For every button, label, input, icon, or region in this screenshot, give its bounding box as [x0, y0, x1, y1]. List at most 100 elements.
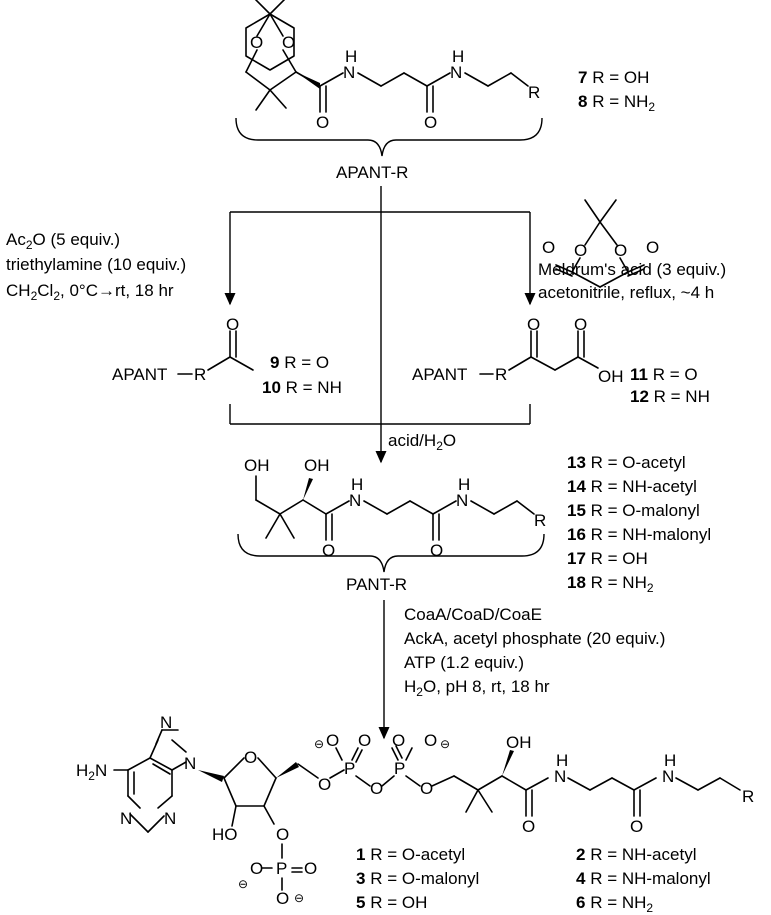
svg-text:O: O: [276, 825, 289, 844]
svg-text:6 R = NH2: 6 R = NH2: [576, 893, 653, 915]
svg-text:triethylamine (10 equiv.): triethylamine (10 equiv.): [6, 255, 186, 274]
svg-text:⊖: ⊖: [294, 891, 304, 905]
compound-7-8-labels: 7 R = OH 8 R = NH2: [578, 68, 655, 114]
svg-text:O: O: [424, 731, 437, 750]
svg-text:⊖: ⊖: [238, 877, 248, 891]
svg-text:O: O: [276, 889, 289, 908]
svg-text:O: O: [318, 775, 331, 794]
svg-text:9 R = O: 9 R = O: [270, 353, 329, 372]
svg-text:HO: HO: [212, 825, 238, 844]
svg-text:H: H: [664, 751, 676, 770]
svg-text:P: P: [344, 759, 355, 778]
svg-text:14 R = NH-acetyl: 14 R = NH-acetyl: [567, 477, 697, 496]
svg-text:N: N: [349, 491, 361, 510]
svg-text:O: O: [574, 241, 587, 260]
svg-text:H: H: [351, 475, 363, 494]
svg-text:O: O: [614, 241, 627, 260]
svg-text:H: H: [345, 47, 357, 66]
svg-text:R: R: [534, 511, 546, 530]
svg-text:O: O: [316, 113, 329, 132]
svg-text:ATP (1.2 equiv.): ATP (1.2 equiv.): [404, 653, 524, 672]
svg-text:R: R: [742, 787, 754, 806]
svg-text:O: O: [226, 315, 239, 334]
svg-text:O: O: [370, 779, 383, 798]
svg-text:acetonitrile, reflux, ~4 h: acetonitrile, reflux, ~4 h: [538, 283, 714, 302]
pant-structure: OH OH O O N H N H R: [244, 456, 546, 560]
svg-text:O: O: [326, 731, 339, 750]
svg-text:H: H: [556, 751, 568, 770]
svg-text:O: O: [244, 748, 257, 767]
svg-text:APANT: APANT: [112, 365, 167, 384]
svg-text:O: O: [542, 238, 555, 257]
svg-text:R: R: [495, 365, 507, 384]
pant-brace: [237, 533, 545, 573]
svg-text:N: N: [164, 809, 176, 828]
svg-text:Ac2O (5 equiv.): Ac2O (5 equiv.): [6, 230, 120, 252]
svg-text:APANT: APANT: [412, 365, 467, 384]
svg-text:5 R = OH: 5 R = OH: [356, 893, 427, 912]
svg-text:Meldrum's acid (3 equiv.): Meldrum's acid (3 equiv.): [538, 260, 726, 279]
apant-r-label: APANT-R: [336, 163, 408, 182]
svg-text:P: P: [276, 859, 287, 878]
svg-text:O: O: [630, 817, 643, 836]
svg-text:N: N: [184, 754, 196, 773]
svg-text:N: N: [120, 809, 132, 828]
svg-text:P: P: [394, 759, 405, 778]
svg-text:12 R = NH: 12 R = NH: [630, 387, 710, 406]
svg-text:11 R = O: 11 R = O: [630, 365, 698, 384]
svg-text:N: N: [554, 767, 566, 786]
svg-text:16 R = NH-malonyl: 16 R = NH-malonyl: [567, 525, 711, 544]
svg-text:CoaA/CoaD/CoaE: CoaA/CoaD/CoaE: [404, 605, 542, 624]
svg-text:O: O: [358, 731, 371, 750]
compound-9-10-labels: 9 R = O 10 R = NH: [262, 353, 342, 397]
malonyl-derivative-structure: APANT R O O OH: [412, 315, 624, 386]
svg-text:17 R = OH: 17 R = OH: [567, 549, 648, 568]
svg-text:O: O: [322, 541, 335, 560]
svg-text:O: O: [282, 33, 295, 52]
svg-text:4 R = NH-malonyl: 4 R = NH-malonyl: [576, 869, 711, 888]
malonylation-reagents: Meldrum's acid (3 equiv.) acetonitrile, …: [538, 260, 726, 302]
svg-text:O: O: [250, 33, 263, 52]
svg-text:1 R = O-acetyl: 1 R = O-acetyl: [356, 845, 465, 864]
svg-text:H: H: [458, 475, 470, 494]
coa-analogue-structure: H2N N N N N O O HO O P: [76, 713, 754, 908]
svg-text:CH2Cl2, 0°C→rt, 18 hr: CH2Cl2, 0°C→rt, 18 hr: [6, 281, 174, 303]
svg-text:O: O: [527, 315, 540, 334]
svg-text:O: O: [430, 541, 443, 560]
svg-text:O: O: [250, 859, 263, 878]
svg-text:H: H: [452, 47, 464, 66]
apant-brace: [235, 117, 543, 157]
svg-text:H2N: H2N: [76, 761, 107, 783]
svg-text:O: O: [392, 731, 405, 750]
svg-text:13 R = O-acetyl: 13 R = O-acetyl: [567, 453, 686, 472]
svg-text:N: N: [343, 63, 355, 82]
svg-text:2 R = NH-acetyl: 2 R = NH-acetyl: [576, 845, 696, 864]
svg-text:15 R = O-malonyl: 15 R = O-malonyl: [567, 501, 700, 520]
compound-13-18-labels: 13 R = O-acetyl 14 R = NH-acetyl 15 R = …: [567, 453, 711, 595]
compound-11-12-labels: 11 R = O 12 R = NH: [630, 365, 710, 406]
svg-text:H2O, pH 8, rt, 18 hr: H2O, pH 8, rt, 18 hr: [404, 677, 550, 699]
meldrums-acid-structure: O O O O: [542, 199, 659, 288]
svg-text:7 R = OH: 7 R = OH: [578, 68, 649, 87]
pant-r-label: PANT-R: [346, 575, 407, 594]
acid-hydrolysis-step: acid/H2O: [388, 431, 456, 453]
svg-text:OH: OH: [506, 733, 532, 752]
acetyl-derivative-structure: APANT R O: [112, 315, 254, 384]
svg-text:O: O: [522, 817, 535, 836]
svg-text:⊖: ⊖: [440, 737, 450, 751]
svg-text:N: N: [450, 63, 462, 82]
enzymatic-conditions: CoaA/CoaD/CoaE AckA, acetyl phosphate (2…: [404, 605, 665, 699]
svg-text:10 R = NH: 10 R = NH: [262, 378, 342, 397]
svg-text:N: N: [456, 491, 468, 510]
svg-text:OH: OH: [304, 456, 330, 475]
svg-text:3 R = O-malonyl: 3 R = O-malonyl: [356, 869, 479, 888]
svg-text:OH: OH: [244, 456, 270, 475]
svg-text:N: N: [160, 713, 172, 732]
svg-text:O: O: [574, 315, 587, 334]
svg-text:OH: OH: [598, 367, 624, 386]
svg-text:⊖: ⊖: [314, 737, 324, 751]
svg-text:AckA, acetyl phosphate (20 equ: AckA, acetyl phosphate (20 equiv.): [404, 629, 665, 648]
apant-structure: O O O O N H N H R: [245, 0, 540, 132]
svg-text:O: O: [420, 779, 433, 798]
